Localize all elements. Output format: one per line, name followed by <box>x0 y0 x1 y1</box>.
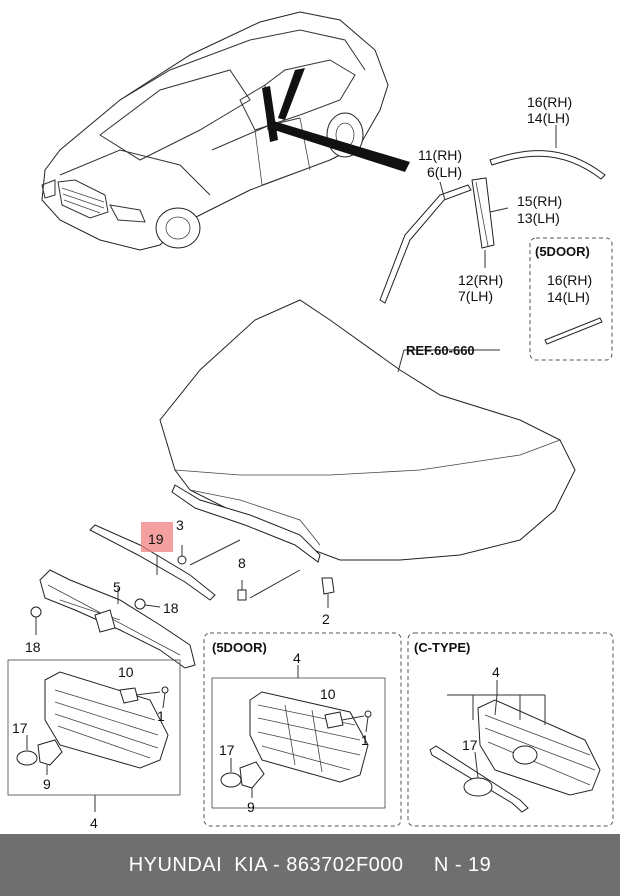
label-15rh: 15(RH) <box>517 193 562 209</box>
fivedoor-box-middle <box>203 632 402 827</box>
grille-box-left <box>7 659 181 796</box>
car-illustration <box>41 11 410 251</box>
label-4-middle: 4 <box>293 650 301 666</box>
fivedoor-box-top <box>529 237 613 361</box>
label-8: 8 <box>238 555 246 571</box>
label-11rh: 11(RH) <box>418 147 462 163</box>
label-13lh: 13(LH) <box>517 210 560 226</box>
label-16rh-box: 16(RH) <box>547 272 592 288</box>
radiator-support <box>30 569 196 669</box>
parts-diagram: 16(RH) 14(LH) 11(RH) 6(LH) 15(RH) 13(LH)… <box>7 11 614 831</box>
hood <box>159 299 576 563</box>
label-3: 3 <box>176 517 184 533</box>
label-17-left: 17 <box>12 720 28 736</box>
molding-parts <box>379 125 606 304</box>
label-19: 19 <box>148 531 164 547</box>
highlight-19 <box>141 522 173 552</box>
label-14lh-box: 14(LH) <box>547 289 590 305</box>
label-9-middle: 9 <box>247 799 255 815</box>
label-14lh-top: 14(LH) <box>527 110 570 126</box>
label-1-middle: 1 <box>361 732 369 748</box>
label-10-middle: 10 <box>320 686 336 702</box>
grille-left <box>16 671 169 775</box>
label-4-left: 4 <box>90 815 98 831</box>
label-16rh-top: 16(RH) <box>527 94 572 110</box>
label-9-left: 9 <box>43 776 51 792</box>
label-ctype: (C-TYPE) <box>414 640 470 655</box>
label-1-left: 1 <box>157 708 165 724</box>
label-18-left: 18 <box>25 639 41 655</box>
label-12rh: 12(RH) <box>458 272 503 288</box>
grille-5door <box>220 691 372 798</box>
label-2: 2 <box>322 611 330 627</box>
grille-ctype <box>429 680 601 813</box>
footer-text: HYUNDAI KIA - 863702F000 N - 19 <box>128 853 492 876</box>
label-5door-top: (5DOOR) <box>535 244 590 259</box>
label-10-left: 10 <box>118 664 134 680</box>
footer-bar: HYUNDAI KIA - 863702F000 N - 19 <box>0 834 620 896</box>
label-7lh: 7(LH) <box>458 288 493 304</box>
label-5door-middle: (5DOOR) <box>212 640 267 655</box>
part-labels: 16(RH) 14(LH) 11(RH) 6(LH) 15(RH) 13(LH)… <box>12 94 592 831</box>
label-ref: REF.60-660 <box>406 343 475 358</box>
label-4-right: 4 <box>492 664 500 680</box>
label-18-right: 18 <box>163 600 179 616</box>
label-6lh: 6(LH) <box>427 164 462 180</box>
label-17-middle: 17 <box>219 742 235 758</box>
label-17-right: 17 <box>462 737 478 753</box>
hood-molding <box>89 524 216 601</box>
label-5: 5 <box>113 579 121 595</box>
